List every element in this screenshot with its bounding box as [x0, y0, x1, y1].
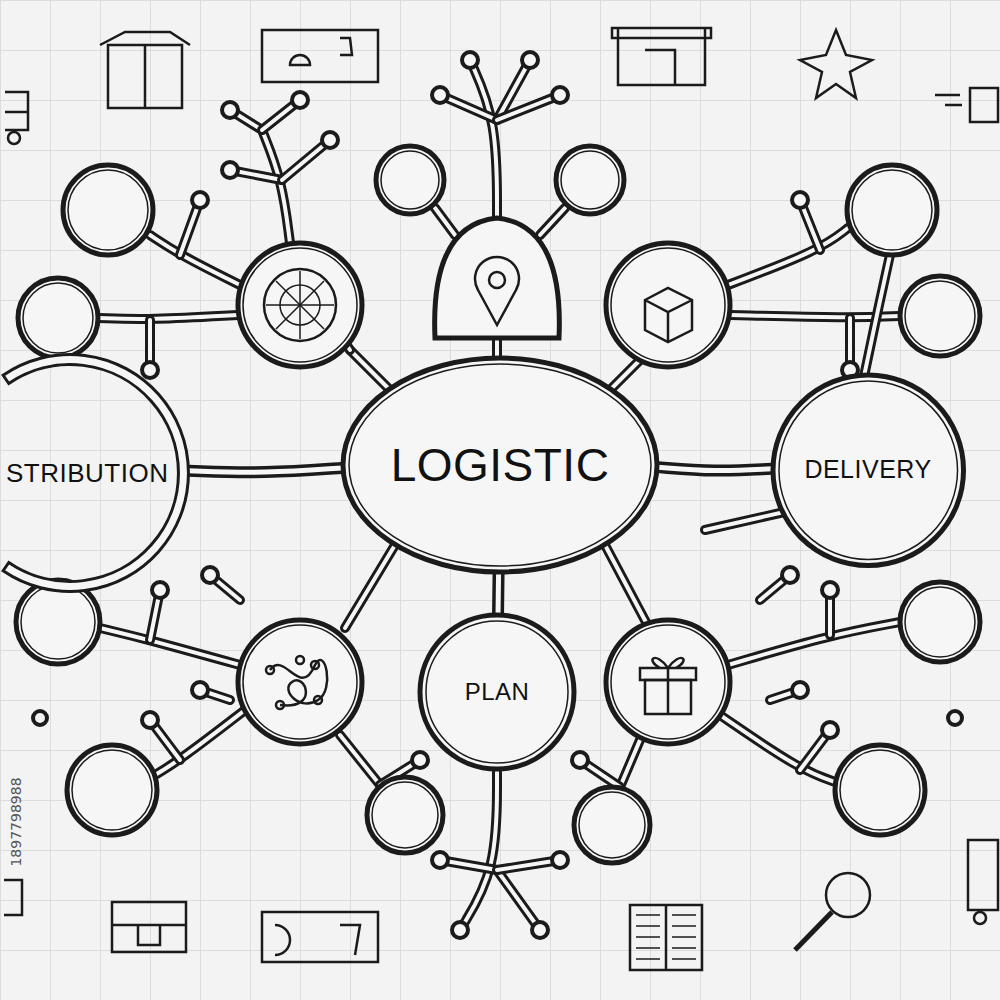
branch-knob [432, 852, 448, 868]
branch-knob [822, 722, 838, 738]
empty-circle [367, 777, 443, 853]
branch-knob [572, 752, 588, 768]
branch-tube [605, 545, 648, 626]
topic-circle: DELIVERY [770, 372, 967, 569]
branch-knob [222, 162, 238, 178]
branch-connector [188, 468, 342, 472]
branch-knob [792, 192, 808, 208]
branch-knob [202, 567, 218, 583]
branch-tube [862, 255, 890, 386]
empty-circle [376, 146, 444, 214]
empty-circle [606, 620, 730, 744]
branch-tube [540, 208, 565, 235]
empty-circle [63, 165, 153, 255]
branch-knob [192, 192, 208, 208]
empty-circle [835, 745, 925, 835]
branch-knob [552, 87, 568, 103]
branch-tube [98, 315, 238, 319]
empty-circle [574, 787, 650, 863]
pin-lobe [435, 218, 560, 338]
empty-circle [18, 278, 98, 358]
branch-knob [192, 682, 208, 698]
branch-tube [350, 350, 390, 390]
topic-label: PLAN [465, 678, 530, 706]
empty-circle [556, 146, 624, 214]
branch-knob [532, 922, 548, 938]
empty-circle [900, 276, 980, 356]
topic-label: STRIBUTION [6, 458, 168, 489]
branch-tube [150, 235, 240, 285]
topic-circle: PLAN [417, 612, 577, 772]
branch-connector [498, 573, 500, 614]
branch-tube [345, 545, 395, 628]
branch-tube [497, 870, 540, 930]
branch-knob [782, 567, 798, 583]
branch-knob [152, 582, 168, 598]
watermark-number: 1897798988 [8, 777, 24, 866]
branch-tube [497, 338, 498, 356]
branch-tube [340, 735, 380, 785]
branch-connector [658, 467, 772, 470]
branch-knob [292, 92, 308, 108]
branch-knob [142, 362, 158, 378]
branch-knob [412, 752, 428, 768]
branch-knob [822, 582, 838, 598]
empty-circle [606, 243, 730, 367]
branch-knob [792, 682, 808, 698]
branch-tube [460, 772, 497, 930]
empty-circle [238, 620, 362, 744]
topic-circle: STRIBUTION [0, 368, 188, 578]
empty-circle [900, 582, 980, 662]
branch-knob [452, 922, 468, 938]
branch-knob [462, 52, 478, 68]
branch-knob [522, 52, 538, 68]
empty-circle [67, 745, 157, 835]
branch-tube [728, 622, 900, 665]
branch-knob [552, 852, 568, 868]
central-ellipse: LOGISTIC [340, 355, 660, 575]
empty-circle [238, 243, 362, 367]
central-topic: LOGISTIC [391, 438, 610, 492]
topic-label: DELIVERY [804, 455, 931, 484]
branch-tube [262, 130, 290, 243]
branch-tube [435, 208, 455, 235]
branch-tube [497, 95, 560, 120]
empty-circle [16, 580, 100, 664]
empty-circle [847, 165, 937, 255]
branch-tube [100, 628, 240, 665]
branch-tube [728, 228, 848, 285]
icon-set [4, 28, 998, 970]
branch-tube [470, 60, 497, 218]
branch-knob [432, 87, 448, 103]
branch-knob [142, 712, 158, 728]
branch-knob [322, 132, 338, 148]
branch-tube [620, 740, 640, 787]
branch-tube [720, 715, 838, 783]
branch-knob [222, 102, 238, 118]
